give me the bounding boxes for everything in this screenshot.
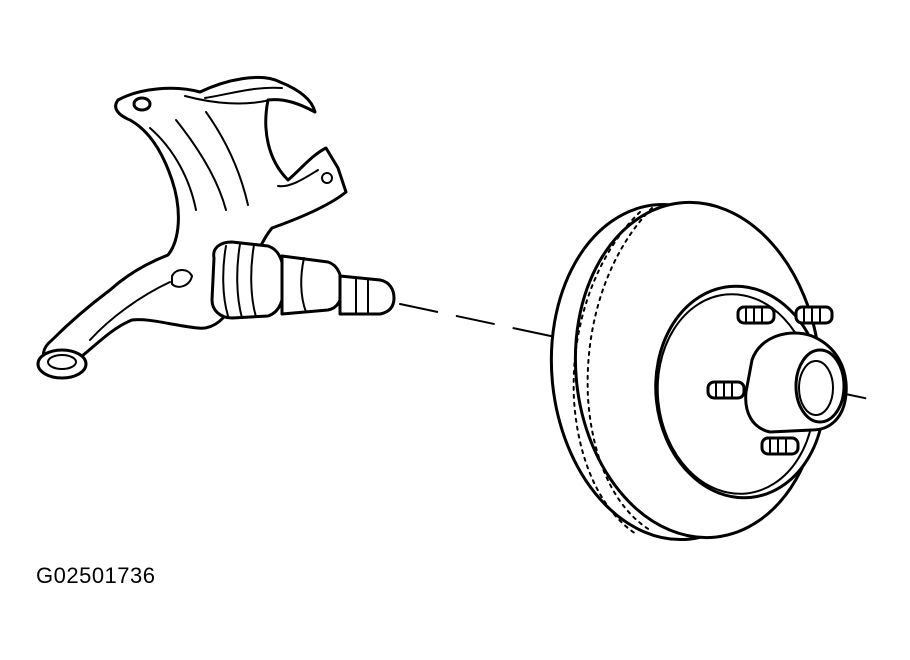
figure-code-label: G02501736 (36, 563, 156, 588)
steering-knuckle-icon (36, 75, 396, 380)
wheel-stud-left (706, 380, 746, 400)
wheel-stud-top-right (794, 305, 834, 325)
wheel-stud-top-left (736, 305, 776, 325)
wheel-stud-icon (706, 305, 834, 456)
wheel-stud-bottom (760, 436, 800, 456)
brake-rotor-hub-icon (549, 200, 848, 542)
